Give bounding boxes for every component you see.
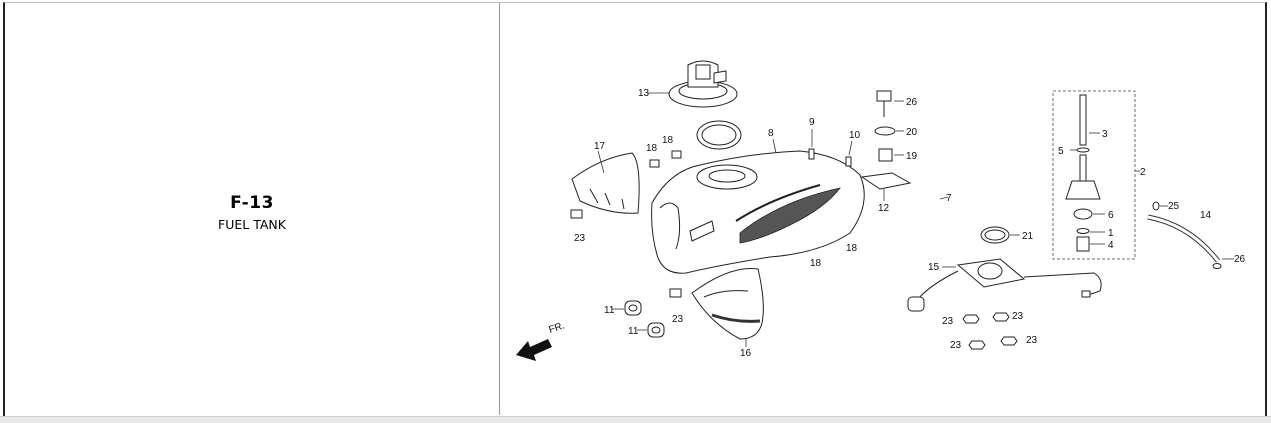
assembly-code: F-13 — [230, 193, 274, 213]
callout-23: 23 — [672, 314, 684, 325]
exploded-parts-diagram: FR. 13 17 18 18 23 8 9 10 26 20 19 12 7 … — [516, 60, 1246, 361]
mount-bolt-part — [874, 90, 904, 162]
callout-4: 4 — [1108, 240, 1114, 251]
tank-bracket-part — [860, 172, 912, 201]
callout-8: 8 — [768, 128, 774, 139]
rubber-cushion-part — [612, 300, 665, 338]
callout-labels: 13 17 18 18 23 8 9 10 26 20 19 12 7 21 1… — [574, 88, 1246, 359]
callout-20: 20 — [906, 127, 918, 138]
callout-11: 11 — [628, 326, 639, 337]
assembly-name: FUEL TANK — [218, 217, 286, 232]
callout-12: 12 — [878, 203, 890, 214]
callout-18: 18 — [810, 258, 822, 269]
callout-3: 3 — [1102, 129, 1108, 140]
fuel-sender-part — [907, 258, 1102, 312]
nut-part — [962, 312, 1018, 350]
callout-14: 14 — [1200, 210, 1212, 221]
fuel-valve-assembly — [1052, 90, 1140, 260]
callout-16: 17 — [594, 141, 606, 152]
front-direction-arrow-icon — [516, 339, 552, 361]
callout-24: 25 — [1168, 201, 1180, 212]
callout-15: 15 — [928, 262, 940, 273]
tank-side-cover-part — [691, 268, 764, 347]
callout-17: 16 — [740, 348, 752, 359]
breather-hose-part — [919, 192, 967, 250]
callout-23: 23 — [1012, 311, 1024, 322]
callout-23: 23 — [1026, 335, 1038, 346]
fuel-cap-part — [648, 60, 738, 108]
callout-23: 23 — [942, 316, 954, 327]
hose-clip-part — [808, 129, 853, 167]
assembly-info-panel: F-13 FUEL TANK — [5, 3, 499, 415]
callout-11: 11 — [604, 305, 615, 316]
front-direction-label: FR. — [548, 320, 567, 335]
o-ring-part — [980, 226, 1020, 244]
callout-23: 23 — [574, 233, 586, 244]
callout-21: 21 — [1022, 231, 1034, 242]
callout-10: 10 — [849, 130, 861, 141]
callout-1: 1 — [1108, 228, 1114, 239]
callout-2: 2 — [1140, 167, 1146, 178]
callout-23: 23 — [950, 340, 962, 351]
callout-26: 26 — [906, 97, 918, 108]
callout-25: 26 — [1234, 254, 1246, 265]
callout-13: 13 — [638, 88, 650, 99]
side-cover-part — [571, 150, 640, 214]
cap-gasket-part — [696, 120, 742, 150]
clip-part — [570, 150, 682, 298]
callout-18: 18 — [662, 135, 674, 146]
callout-5: 5 — [1058, 146, 1064, 157]
callout-7: 7 — [946, 193, 952, 204]
callout-18: 18 — [846, 243, 858, 254]
callout-18: 18 — [646, 143, 658, 154]
callout-9: 9 — [809, 117, 815, 128]
page-frame — [3, 2, 1267, 416]
bottom-scroll-strip — [0, 416, 1271, 423]
callout-19: 19 — [906, 151, 918, 162]
callout-6: 6 — [1108, 210, 1114, 221]
panel-divider — [499, 3, 500, 415]
fuel-tank-part — [651, 138, 865, 274]
fuel-hose-part — [1147, 201, 1234, 269]
